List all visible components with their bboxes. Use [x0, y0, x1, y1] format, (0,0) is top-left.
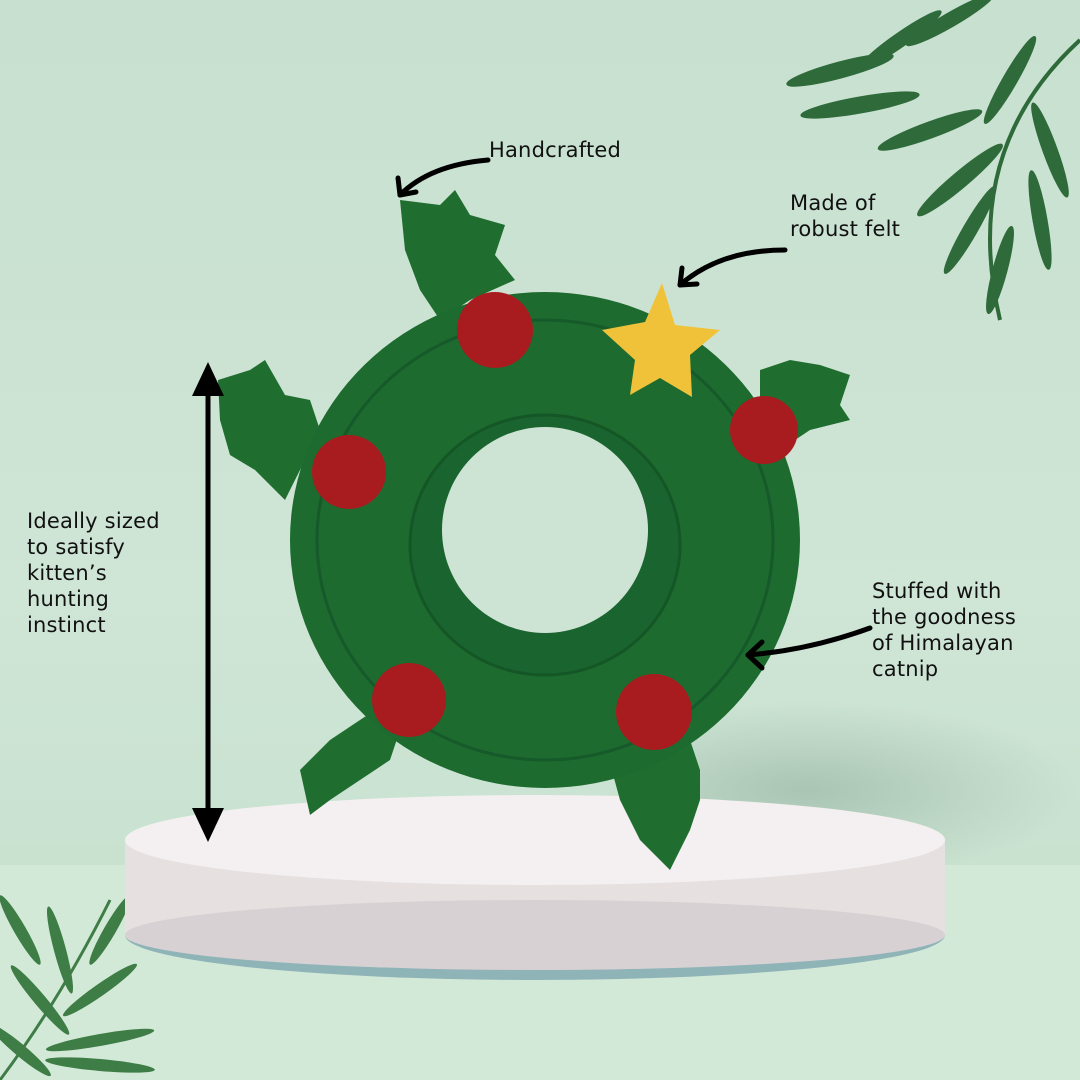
size-label: Ideally sized to satisfy kitten’s huntin…	[27, 508, 160, 638]
star	[602, 283, 720, 397]
catnip-line-2: the goodness	[872, 605, 1017, 629]
size-line-2: to satisfy	[27, 535, 126, 559]
holly-leaf	[218, 360, 320, 500]
holly-leaf	[300, 700, 400, 815]
pedestal	[125, 795, 945, 980]
felt-label: Made of robust felt	[790, 190, 900, 242]
catnip-line-1: Stuffed with	[872, 579, 1002, 603]
berry	[312, 435, 386, 509]
felt-line-1: Made of	[790, 191, 876, 215]
annotation-arrows	[205, 157, 873, 823]
berry	[372, 663, 446, 737]
palm-leaf-bottom-left	[0, 895, 155, 1080]
berry	[616, 674, 692, 750]
size-line-1: Ideally sized	[27, 509, 160, 533]
catnip-line-4: catnip	[872, 657, 939, 681]
felt-line-2: robust felt	[790, 217, 901, 241]
size-line-3: kitten’s	[27, 561, 107, 585]
size-line-5: instinct	[27, 613, 106, 637]
berry	[457, 292, 533, 368]
size-line-4: hunting	[27, 587, 110, 611]
catnip-line-3: of Himalayan	[872, 631, 1014, 655]
wreath-toy	[218, 190, 850, 870]
catnip-label: Stuffed with the goodness of Himalayan c…	[872, 578, 1016, 682]
size-arrow-heads	[192, 362, 224, 842]
palm-leaf-top-right	[786, 0, 1080, 321]
handcrafted-label: Handcrafted	[489, 138, 622, 162]
holly-leaf	[400, 190, 515, 320]
berry	[730, 396, 798, 464]
